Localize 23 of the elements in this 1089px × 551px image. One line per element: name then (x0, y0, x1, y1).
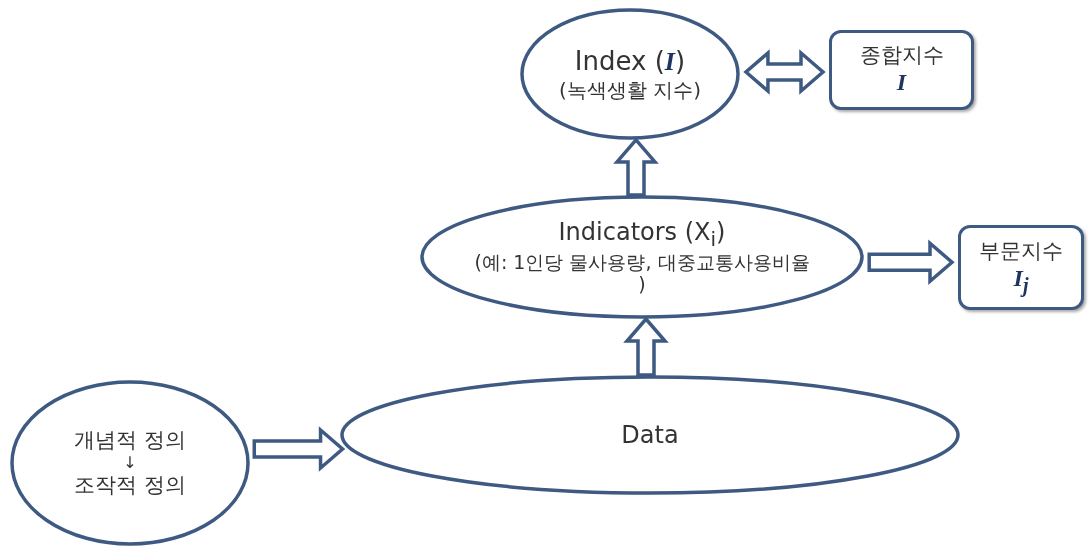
index-box (829, 30, 974, 110)
node-text: ↓ (123, 453, 137, 473)
node-title: Indicators (X$_{i}$) (558, 217, 726, 251)
node-title: Index (I) (574, 46, 686, 78)
block-arrow (613, 137, 659, 197)
block-arrow (867, 239, 955, 286)
node-title: 부문지수 (979, 238, 1063, 264)
concept-ellipse (420, 195, 864, 319)
math-symbol: I (896, 68, 907, 97)
block-arrow (252, 426, 346, 472)
block-arrow (623, 316, 669, 377)
concept-ellipse (340, 375, 960, 495)
node-text: (예: 1인당 물사용량, 대중교통사용비율 ) (473, 250, 811, 297)
math-symbol: I$_{j}$ (1013, 263, 1029, 297)
node-title: 종합지수 (859, 43, 944, 69)
node-title: 개념적 정의 (74, 428, 186, 454)
index-box (958, 225, 1084, 310)
block-arrow (743, 49, 826, 95)
concept-ellipse (10, 380, 250, 546)
node-text: 조작적 정의 (74, 472, 186, 498)
concept-ellipse (520, 8, 740, 140)
node-text: (녹색생활 지수) (559, 77, 701, 102)
node-title: Data (621, 420, 679, 450)
